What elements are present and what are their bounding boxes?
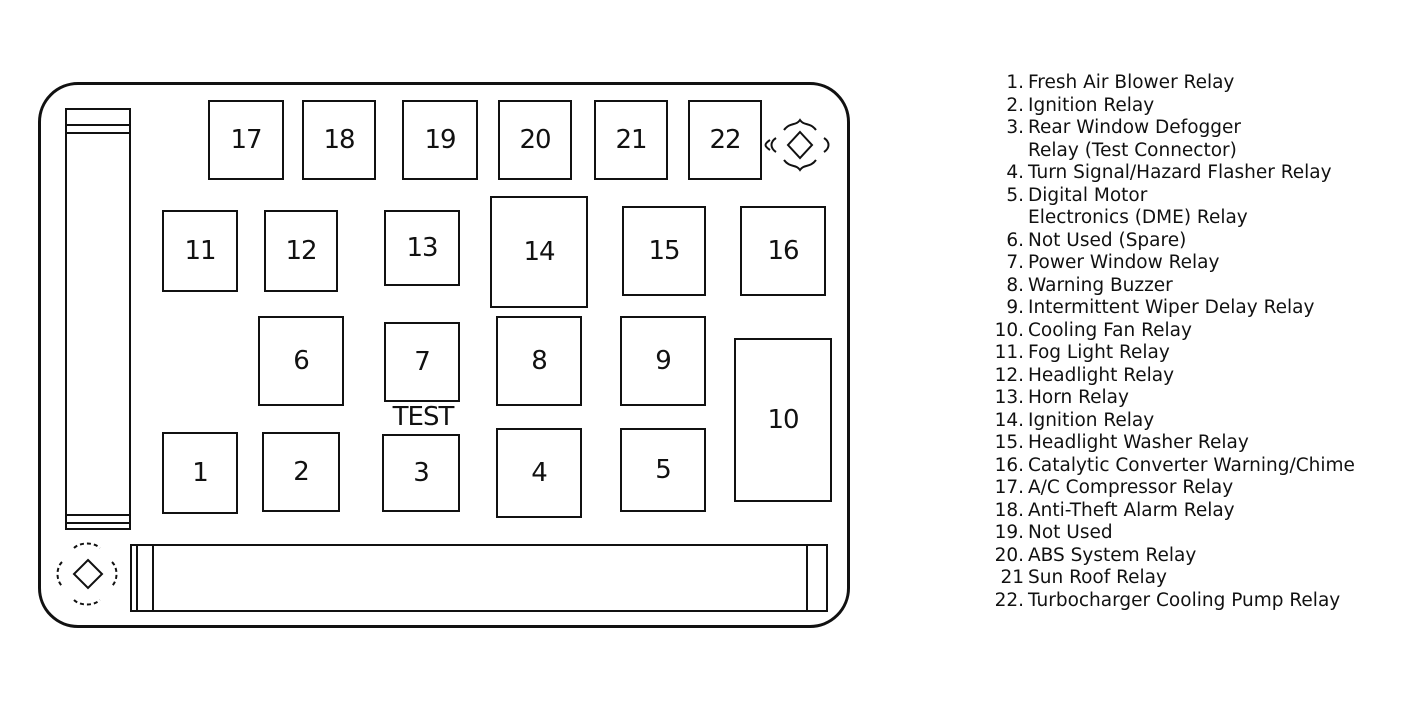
relay-5: 5 bbox=[620, 428, 706, 512]
legend-item-number: 9. bbox=[1006, 297, 1024, 318]
bottom-rail bbox=[130, 544, 828, 612]
legend-item: 6.Not Used (Spare) bbox=[990, 230, 1400, 253]
legend-item: 13.Horn Relay bbox=[990, 387, 1400, 410]
legend-item-text: ABS System Relay bbox=[1028, 544, 1197, 566]
legend-item-number: 12. bbox=[994, 364, 1024, 386]
legend-item: 8.Warning Buzzer bbox=[990, 275, 1400, 298]
relay-4: 4 bbox=[496, 428, 582, 518]
legend-item-number: 17. bbox=[994, 477, 1024, 498]
legend-item-text: Power Window Relay bbox=[1028, 252, 1220, 273]
legend-item-text: Rear Window Defogger Relay (Test Connect… bbox=[1028, 117, 1241, 161]
legend-item-text: Headlight Relay bbox=[1028, 364, 1175, 386]
relay-3: 3 bbox=[382, 434, 460, 512]
legend-item-text: Warning Buzzer bbox=[1028, 274, 1173, 296]
legend-item: 1.Fresh Air Blower Relay bbox=[990, 72, 1400, 95]
legend-item-number: 19. bbox=[994, 522, 1024, 543]
legend-item: 7.Power Window Relay bbox=[990, 252, 1400, 275]
legend-item: 10.Cooling Fan Relay bbox=[990, 320, 1400, 343]
legend-item: 17.A/C Compressor Relay bbox=[990, 477, 1400, 500]
legend-item-number: 14. bbox=[994, 409, 1024, 431]
legend-item-text: Turn Signal/Hazard Flasher Relay bbox=[1028, 162, 1332, 183]
left-rail-top-cap bbox=[67, 124, 129, 134]
legend-item-text: Ignition Relay bbox=[1028, 94, 1155, 116]
legend-item-number: 16. bbox=[994, 454, 1024, 476]
legend-item-text: Anti-Theft Alarm Relay bbox=[1028, 499, 1235, 521]
legend-item-number: 11. bbox=[994, 342, 1024, 363]
legend-item-text: Catalytic Converter Warning/Chime bbox=[1028, 454, 1355, 476]
relay-7: 7 bbox=[384, 322, 460, 402]
legend-item-number: 8. bbox=[1006, 274, 1024, 296]
legend-item: 15.Headlight Washer Relay bbox=[990, 432, 1400, 455]
legend-item-text: Headlight Washer Relay bbox=[1028, 432, 1249, 453]
relay-1: 1 bbox=[162, 432, 238, 514]
legend-item-number: 3. bbox=[1006, 117, 1024, 138]
legend-item: 9.Intermittent Wiper Delay Relay bbox=[990, 297, 1400, 320]
legend-item-text: Digital Motor Electronics (DME) Relay bbox=[1028, 184, 1248, 229]
legend-item-number: 18. bbox=[994, 499, 1024, 521]
legend-item: 16.Catalytic Converter Warning/Chime bbox=[990, 455, 1400, 478]
legend-item-number: 13. bbox=[994, 387, 1024, 408]
legend-item-text: Intermittent Wiper Delay Relay bbox=[1028, 297, 1315, 318]
legend-item-text: Fresh Air Blower Relay bbox=[1028, 72, 1235, 93]
legend-item: 5.Digital Motor Electronics (DME) Relay bbox=[990, 185, 1400, 230]
legend-item: 20.ABS System Relay bbox=[990, 545, 1400, 568]
relay-18: 18 bbox=[302, 100, 376, 180]
legend-item-number: 21 bbox=[1000, 567, 1024, 588]
relay-6: 6 bbox=[258, 316, 344, 406]
relay-12: 12 bbox=[264, 210, 338, 292]
relay-16: 16 bbox=[740, 206, 826, 296]
legend-item-number: 2. bbox=[1006, 94, 1024, 116]
legend-item-text: Not Used (Spare) bbox=[1028, 229, 1187, 251]
legend-item-number: 15. bbox=[994, 432, 1024, 453]
bottom-rail-right-end bbox=[806, 546, 822, 610]
left-rail bbox=[65, 108, 131, 530]
relay-20: 20 bbox=[498, 100, 572, 180]
legend-item: 18.Anti-Theft Alarm Relay bbox=[990, 500, 1400, 523]
legend-item-text: Horn Relay bbox=[1028, 387, 1129, 408]
legend-item-number: 10. bbox=[994, 319, 1024, 341]
relay-19: 19 bbox=[402, 100, 478, 180]
legend-item-text: A/C Compressor Relay bbox=[1028, 477, 1234, 498]
relay-13: 13 bbox=[384, 210, 460, 286]
legend-item-text: Ignition Relay bbox=[1028, 409, 1155, 431]
legend-item-number: 20. bbox=[994, 544, 1024, 566]
legend-item-number: 6. bbox=[1006, 229, 1024, 251]
legend-item: 3.Rear Window Defogger Relay (Test Conne… bbox=[990, 117, 1400, 162]
legend-item-text: Not Used bbox=[1028, 522, 1113, 543]
legend-item-text: Turbocharger Cooling Pump Relay bbox=[1028, 589, 1341, 611]
bottom-rail-left-end bbox=[136, 546, 154, 610]
legend-item-text: Cooling Fan Relay bbox=[1028, 319, 1192, 341]
mounting-bolt-icon bbox=[56, 542, 118, 606]
test-connector-label: TEST bbox=[392, 402, 455, 432]
legend-item-text: Fog Light Relay bbox=[1028, 342, 1170, 363]
legend-item: 19.Not Used bbox=[990, 522, 1400, 545]
relay-8: 8 bbox=[496, 316, 582, 406]
legend-item-number: 4. bbox=[1006, 162, 1024, 183]
legend-item: 11.Fog Light Relay bbox=[990, 342, 1400, 365]
relay-21: 21 bbox=[594, 100, 668, 180]
legend-item-number: 22. bbox=[994, 589, 1024, 611]
relay-15: 15 bbox=[622, 206, 706, 296]
relay-10: 10 bbox=[734, 338, 832, 502]
left-rail-bottom-cap bbox=[67, 514, 129, 524]
relay-22: 22 bbox=[688, 100, 762, 180]
mounting-bolt-icon bbox=[764, 118, 830, 172]
relay-11: 11 bbox=[162, 210, 238, 292]
legend-item-number: 7. bbox=[1006, 252, 1024, 273]
relay-2: 2 bbox=[262, 432, 340, 512]
relay-17: 17 bbox=[208, 100, 284, 180]
legend-item: 22.Turbocharger Cooling Pump Relay bbox=[990, 590, 1400, 613]
legend-item-number: 1. bbox=[1006, 72, 1024, 93]
relay-legend: 1.Fresh Air Blower Relay 2.Ignition Rela… bbox=[990, 72, 1400, 612]
legend-item: 12.Headlight Relay bbox=[990, 365, 1400, 388]
relay-14: 14 bbox=[490, 196, 588, 308]
legend-item-text: Sun Roof Relay bbox=[1028, 567, 1167, 588]
relay-9: 9 bbox=[620, 316, 706, 406]
legend-item-number: 5. bbox=[1006, 184, 1024, 206]
legend-item: 2.Ignition Relay bbox=[990, 95, 1400, 118]
legend-item: 14.Ignition Relay bbox=[990, 410, 1400, 433]
legend-item: 4.Turn Signal/Hazard Flasher Relay bbox=[990, 162, 1400, 185]
